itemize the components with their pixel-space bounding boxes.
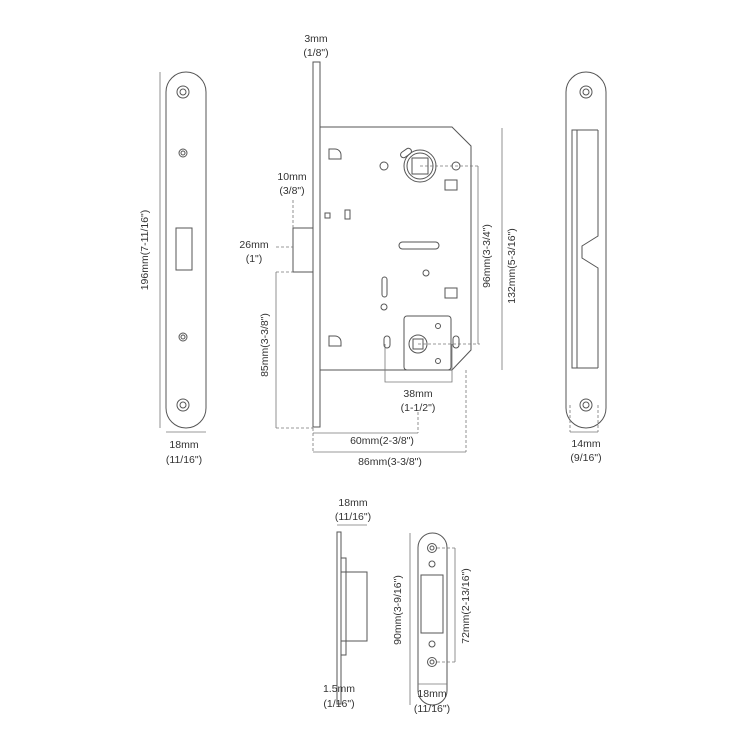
body-height-label: 132mm(5-3/16") <box>506 228 518 304</box>
side-faceplate <box>565 71 607 433</box>
latch-height-in: (1") <box>246 253 263 265</box>
strike-plate <box>409 532 456 706</box>
strike-side-width-in: (11/16") <box>335 511 371 523</box>
front-faceplate <box>159 71 207 433</box>
strike-thickness-mm: 1.5mm <box>323 683 355 695</box>
latch-to-bottom-label: 85mm(3-3/8") <box>259 313 271 377</box>
faceplate-height-label: 196mm(7-11/16") <box>139 210 151 291</box>
body-depth-label: 86mm(3-3/8") <box>358 456 422 468</box>
cylinder-width-in: (1-1/2") <box>401 402 436 414</box>
cylinder-width-mm: 38mm <box>403 388 432 400</box>
latch-projection-in: (3/8") <box>279 185 304 197</box>
faceplate-width-mm: 18mm <box>169 439 198 451</box>
strike-side-width-mm: 18mm <box>338 497 367 509</box>
strike-width-mm: 18mm <box>417 688 446 700</box>
strike-height-label: 90mm(3-9/16") <box>392 575 404 645</box>
faceplate-thickness-mm: 3mm <box>304 33 328 45</box>
centre-distance-label: 96mm(3-3/4") <box>481 224 493 288</box>
faceplate-thickness-in: (1/8") <box>303 47 328 59</box>
strike-hole-distance-label: 72mm(2-13/16") <box>460 568 472 644</box>
lock-body <box>275 61 503 453</box>
faceplate-width-in: (11/16") <box>166 454 202 466</box>
latch-projection-mm: 10mm <box>277 171 306 183</box>
side-width-mm: 14mm <box>571 438 600 450</box>
backset-label: 60mm(2-3/8") <box>350 435 414 447</box>
strike-thickness-in: (1/16") <box>323 698 354 710</box>
strike-width-in: (11/16") <box>414 703 450 715</box>
side-width-in: (9/16") <box>570 452 601 464</box>
latch-height-mm: 26mm <box>239 239 268 251</box>
strike-side-view <box>336 524 368 705</box>
